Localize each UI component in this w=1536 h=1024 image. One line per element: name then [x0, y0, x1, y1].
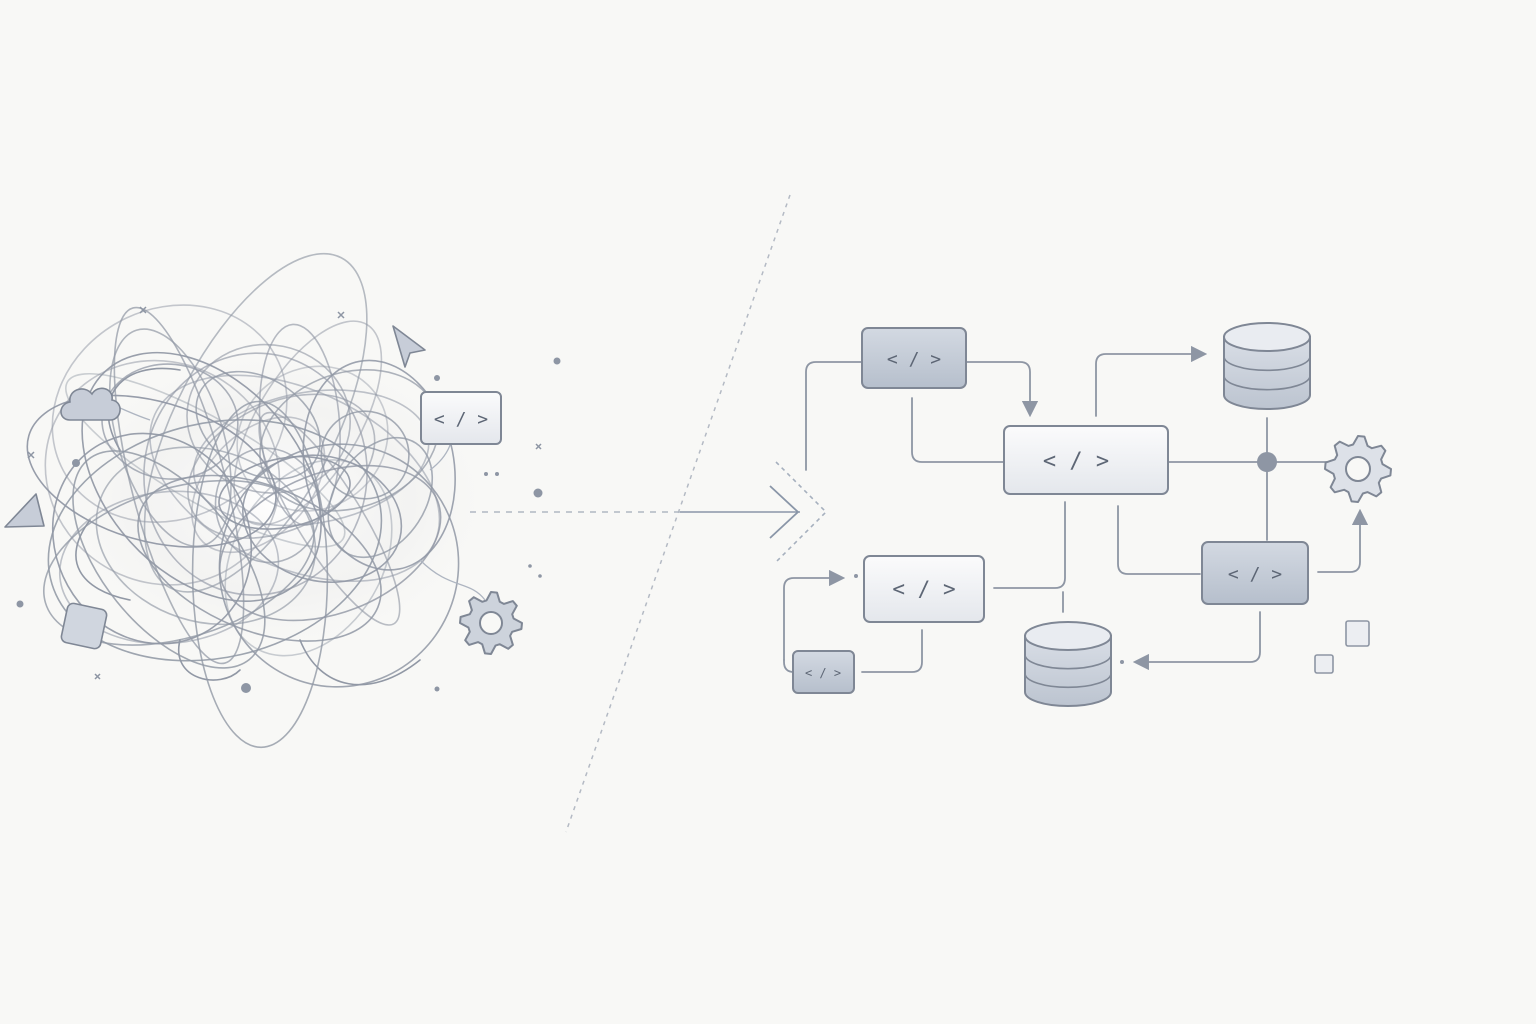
chaos-code-tile-label: < / >: [434, 409, 488, 430]
sparkle-dot: [16, 600, 24, 608]
gear-icon: [1324, 435, 1392, 503]
tangle-tail: [75, 519, 131, 601]
connector-arrow: [965, 361, 1039, 418]
connector-arrow: [783, 569, 846, 661]
tangle-tail: [177, 639, 241, 681]
tangle-loop: [195, 370, 321, 480]
gear-hole: [1345, 456, 1371, 482]
sparkle-dot: [528, 564, 532, 568]
tangle-to-gear-line: [419, 559, 486, 601]
tangle-loop: [327, 436, 434, 559]
tangle-loop: [242, 454, 403, 583]
code-block-label: < / >: [887, 349, 941, 370]
database-body: [1223, 336, 1311, 410]
sparkle-dot: [72, 459, 80, 467]
chaos-code-tile: < / >: [420, 391, 502, 445]
code-block-label: < / >: [892, 577, 955, 601]
sparkle-dot: [434, 686, 440, 692]
gear-hole: [479, 611, 503, 635]
sparkle-dot: [241, 683, 251, 693]
database-band: [1223, 375, 1311, 391]
connector-line: [805, 361, 863, 471]
sparkle-cross: [139, 306, 147, 314]
database-body: [1024, 635, 1112, 707]
connector-dot: [1120, 660, 1124, 664]
sparkle-dot: [553, 357, 561, 365]
sparkle-dot: [495, 472, 499, 476]
database-band: [1024, 673, 1112, 689]
cloud-icon: [60, 387, 121, 421]
sparkle-cross: [337, 311, 345, 319]
chaos-cluster: < / >: [4, 252, 561, 749]
tile-icon: [60, 602, 108, 650]
database-band: [1024, 654, 1112, 670]
tangle-loop: [302, 359, 456, 571]
sparkle-dot: [538, 574, 542, 578]
sparkle-cross: [27, 451, 35, 459]
connector-line: [861, 629, 923, 673]
connector-line: [1117, 505, 1201, 575]
sparkle-cross: [94, 673, 101, 680]
code-block: < / >: [863, 555, 985, 623]
chaos-sparkles: [16, 306, 561, 693]
tangle-loop: [218, 443, 460, 688]
connector-arrow: [1317, 508, 1369, 573]
dashed-divider-line: [565, 194, 791, 833]
code-block-label: < / >: [1043, 449, 1109, 474]
arrow-right-icon: [769, 485, 800, 539]
code-block: < / >: [1003, 425, 1169, 495]
tangle-loop: [218, 464, 442, 622]
sparkle-cross: [535, 443, 542, 450]
database-band: [1223, 356, 1311, 372]
tangle-loop: [191, 400, 329, 749]
tangle-loop: [95, 446, 317, 626]
triangle-icon: [4, 493, 45, 528]
database-icon: [1223, 322, 1311, 410]
tangle-loop: [258, 411, 401, 626]
connector-arrow: [1095, 345, 1208, 417]
sparkle-dot: [434, 375, 440, 381]
gear-icon: [459, 591, 523, 655]
tangle-loop: [143, 352, 368, 596]
square-icon: [1314, 654, 1334, 674]
tangle-loop: [320, 410, 410, 500]
code-block: < / >: [1201, 541, 1309, 605]
tangle-loop: [42, 479, 315, 646]
tangle-loop: [72, 450, 266, 669]
cursor-icon: [392, 325, 426, 368]
square-icon: [1345, 620, 1370, 647]
connector-arrow: [1132, 611, 1261, 671]
tangle-loop: [191, 416, 326, 554]
tangle-loop: [236, 365, 389, 512]
database-lid: [1024, 621, 1112, 651]
sparkle-dot: [484, 472, 488, 476]
tangle-tail: [299, 639, 421, 686]
tangle-tail: [107, 367, 181, 451]
code-block: < / >: [792, 650, 855, 694]
junction-node: [1257, 452, 1277, 472]
tangle-loop: [44, 359, 281, 586]
tangled-lines: [26, 252, 460, 749]
tangle-loop: [108, 328, 232, 548]
code-block-label: < / >: [805, 666, 841, 680]
connector-dot: [854, 574, 858, 578]
connector-line: [911, 397, 1005, 463]
tangle-loop: [26, 394, 277, 548]
connectors: [783, 345, 1369, 673]
code-block-label: < / >: [1228, 564, 1282, 585]
tangle-loop: [51, 304, 288, 523]
code-block: < / >: [861, 327, 967, 389]
tangle-loop: [143, 252, 368, 593]
transition-divider: [470, 194, 828, 833]
sparkle-dot: [533, 488, 543, 498]
organized-diagram: < / > < / > < / > < / > < / >: [783, 322, 1392, 707]
database-icon: [1024, 621, 1112, 707]
tangle-loop: [258, 323, 341, 526]
tangle-loop: [186, 343, 351, 494]
database-lid: [1223, 322, 1311, 352]
connector-line: [993, 501, 1066, 589]
